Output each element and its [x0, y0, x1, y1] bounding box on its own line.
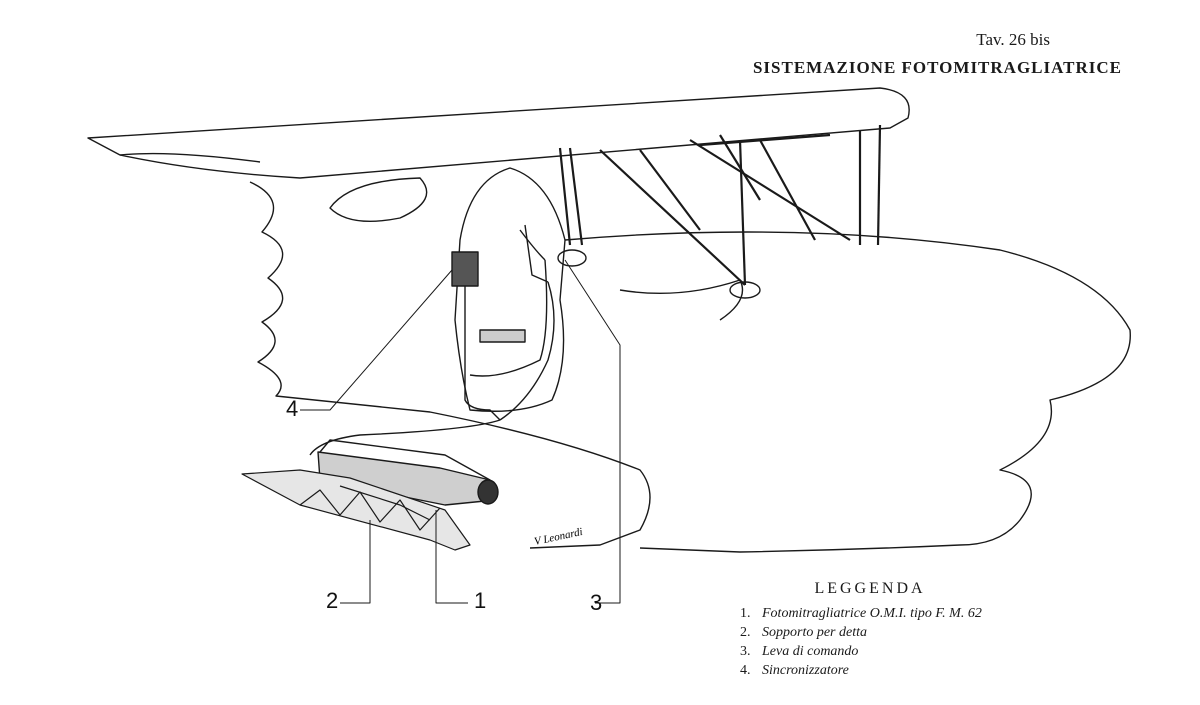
legend-item: 4. Sincronizzatore: [740, 661, 1070, 680]
legend-title: LEGGENDA: [814, 580, 926, 597]
synchronizer-box: [451, 251, 479, 287]
upper-wing: [87, 87, 910, 179]
legend-item-text: Sincronizzatore: [762, 663, 849, 678]
wing-struts: [558, 124, 882, 286]
leader-lines: [300, 259, 621, 604]
callout-2: 2: [326, 588, 339, 613]
fuselage-rear: [564, 231, 1131, 553]
plate-title: SISTEMAZIONE FOTOMITRAGLIATRICE: [752, 58, 1122, 77]
fuselage-outline: [249, 181, 651, 549]
legend-item: 1. Fotomitragliatrice O.M.I. tipo F. M. 6…: [740, 604, 1070, 623]
legend-item-number: 4.: [740, 663, 751, 678]
control-lever: [524, 224, 549, 283]
legend-item: 3. Leva di comando: [740, 642, 1070, 661]
camera-support: [241, 469, 471, 551]
plate-number: Tav. 26 bis: [976, 30, 1050, 49]
camera-gun: [317, 439, 499, 506]
callout-1: 1: [474, 588, 487, 613]
legend-item-text: Leva di comando: [762, 644, 859, 659]
legend-item-text: Fotomitragliatrice O.M.I. tipo F. M. 62: [762, 606, 982, 621]
legend-item-text: Sopporto per detta: [762, 625, 867, 640]
legend-item: 2. Sopporto per detta: [740, 623, 1070, 642]
legend: LEGGENDA 1. Fotomitragliatrice O.M.I. tip…: [740, 580, 1070, 680]
callout-3: 3: [590, 590, 603, 615]
callout-4: 4: [286, 396, 299, 421]
artist-signature: V Leonardi: [533, 526, 584, 548]
legend-item-number: 2.: [740, 625, 751, 640]
wing-cutout: [329, 177, 428, 223]
legend-item-number: 1.: [740, 606, 751, 621]
legend-item-number: 3.: [740, 644, 751, 659]
cable-run: [309, 419, 501, 456]
